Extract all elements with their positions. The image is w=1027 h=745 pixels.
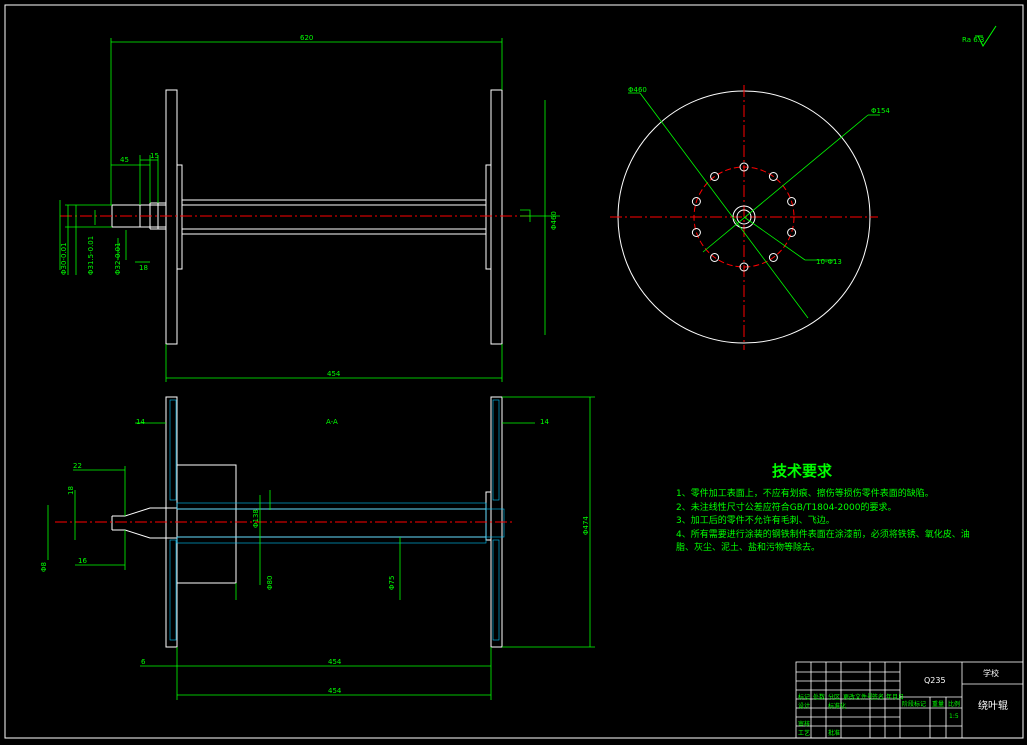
dim-diameter-right: Φ460 <box>550 211 558 230</box>
dim-flange-length: 454 <box>327 370 341 378</box>
bolt-hole <box>739 262 749 272</box>
tb-cell-7: 审核 <box>798 721 811 728</box>
bolt-hole <box>691 228 701 237</box>
bolt-hole <box>739 162 749 172</box>
tb-cell-2: 分区 <box>828 694 841 701</box>
front-left-flange <box>165 89 178 345</box>
title-block-scale: 1:5 <box>949 713 959 720</box>
dim-tube-dia: Φ138 <box>252 509 260 528</box>
section-label: A-A <box>326 418 338 426</box>
dim-inner-len: 454 <box>328 658 342 666</box>
tb-cell-11: 阶段标记 <box>902 701 927 708</box>
sheet-border <box>4 4 1024 739</box>
dim-right-thk: 14 <box>540 418 549 426</box>
roughness-mark: Ra 6.3 <box>962 36 984 44</box>
dim-inner-dia: Φ80 <box>266 576 274 590</box>
title-block-material: Q235 <box>924 676 946 685</box>
section-view: A-A 14 14 22 18 16 Φ8 Φ138 Φ80 Φ75 Φ474 … <box>40 396 595 700</box>
tb-cell-8: 工艺 <box>798 730 811 737</box>
front-view: 620 454 45 15 18 Φ460 Φ30-0.01 Φ31.5-0.0… <box>59 34 560 382</box>
bolt-hole <box>710 172 720 181</box>
bolt-hole <box>768 253 778 262</box>
dim-dia-c: Φ32-0.01 <box>114 242 122 275</box>
tb-cell-12: 重量 <box>932 701 945 708</box>
tech-req-item: 1、零件加工表面上，不应有划痕、擦伤等损伤零件表面的缺陷。 <box>676 489 934 499</box>
tb-cell-5: 年月日 <box>886 694 905 701</box>
tb-cell-1: 处数 <box>813 694 826 701</box>
title-block-part-name: 绕叶辊 <box>978 701 1008 712</box>
tech-req-list: 1、零件加工表面上，不应有划痕、擦伤等损伤零件表面的缺陷。 2、未注线性尺寸公差… <box>676 488 976 556</box>
dim-shaft-dia: Φ8 <box>40 562 48 572</box>
front-right-flange <box>490 89 503 345</box>
dim-outer-len: 454 <box>328 687 342 695</box>
dim-key-22: 22 <box>73 462 82 470</box>
tech-req-item: 4、所有需要进行涂装的钢铁制件表面在涂漆前，必须将铁锈、氧化皮、油脂、灰尘、泥土… <box>676 529 970 554</box>
dim-key-16: 16 <box>78 557 87 565</box>
bolt-hole <box>787 197 797 206</box>
tech-req-title: 技术要求 <box>772 462 833 480</box>
dim-height: Φ474 <box>582 516 590 535</box>
tb-cell-0: 标记 <box>798 694 811 701</box>
tb-cell-4: 签名 <box>872 694 885 701</box>
dim-dia-a: Φ30-0.01 <box>60 242 68 275</box>
tb-cell-6: 设计 <box>798 703 811 710</box>
dim-pitch-dia: Φ154 <box>871 107 890 115</box>
bolt-hole <box>768 172 778 181</box>
tb-cell-3: 更改文件号 <box>843 694 874 701</box>
bolt-hole <box>787 228 797 237</box>
tech-req-item: 3、加工后的零件不允许有毛刺、飞边。 <box>676 516 835 526</box>
dim-outer-dia: Φ460 <box>628 86 647 94</box>
title-block-org: 学校 <box>983 669 999 678</box>
dim-dia-b: Φ31.5-0.01 <box>87 236 95 275</box>
dim-bottom-6: 6 <box>141 658 146 666</box>
dim-left-thk: 14 <box>136 418 145 426</box>
dim-hub-len: 45 <box>120 156 129 164</box>
bolt-hole <box>691 197 701 206</box>
dim-hub-step: 15 <box>150 152 159 160</box>
bolt-hole <box>710 253 720 262</box>
dim-key-18: 18 <box>67 486 75 495</box>
tb-cell-13: 比例 <box>948 701 961 708</box>
tech-req-item: 2、未注线性尺寸公差应符合GB/T1804-2000的要求。 <box>676 502 897 513</box>
tb-cell-10: 标准化 <box>828 703 847 710</box>
tb-cell-9: 批准 <box>828 730 841 737</box>
dim-bore-dia: Φ75 <box>388 576 396 590</box>
dim-hub-small: 18 <box>139 264 148 272</box>
title-block <box>795 661 1024 739</box>
dim-holes: 10-Φ13 <box>816 258 842 266</box>
bolt-hole-group <box>691 162 797 272</box>
roughness-symbol <box>975 25 997 48</box>
end-view: Φ460 Φ154 10-Φ13 <box>610 85 890 350</box>
dim-overall-length: 620 <box>300 34 313 42</box>
